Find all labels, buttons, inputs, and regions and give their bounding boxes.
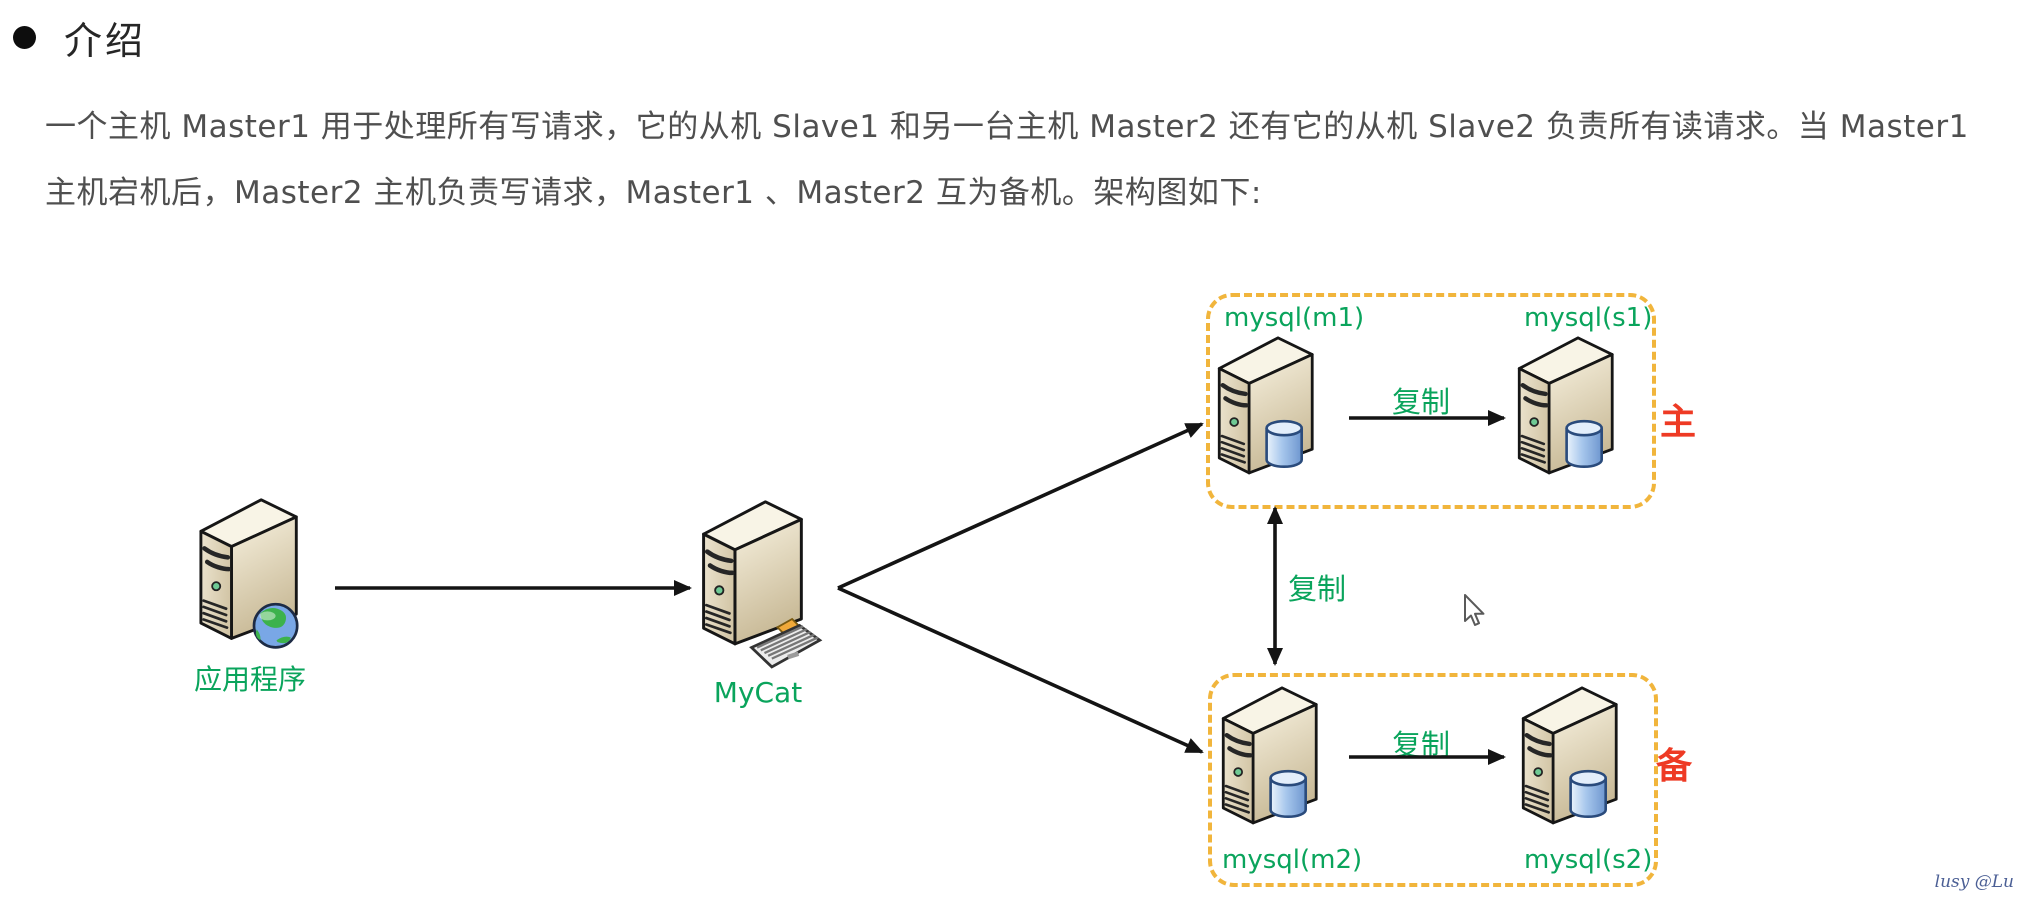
mysql-s1-label: mysql(s1) — [1524, 303, 1653, 333]
role-label-backup: 备 — [1656, 746, 1693, 787]
mycat-server-icon — [698, 500, 822, 669]
intro-paragraph-line1: 一个主机 Master1 用于处理所有写请求，它的从机 Slave1 和另一台主… — [45, 109, 1969, 145]
mysql-m1-server-icon — [1214, 336, 1328, 494]
replication-label-top: 复制 — [1392, 385, 1451, 419]
mysql-s2-server-icon — [1518, 686, 1632, 844]
mycat-label: MyCat — [713, 676, 803, 709]
arrow-mycat-to-backup-group — [837, 586, 1204, 754]
watermark: lusy @Lu — [1934, 872, 2014, 892]
master-group-box — [1206, 293, 1656, 509]
role-label-master: 主 — [1660, 402, 1697, 443]
bullet-icon — [13, 26, 36, 49]
mysql-s1-server-icon — [1514, 336, 1628, 494]
replication-label-bottom: 复制 — [1392, 728, 1451, 762]
app-server-label: 应用程序 — [193, 663, 306, 696]
mysql-m2-label: mysql(m2) — [1222, 845, 1363, 875]
section-title: 介绍 — [64, 19, 147, 63]
mouse-cursor — [1464, 594, 1485, 626]
arrow-mycat-to-master-group — [837, 422, 1204, 590]
intro-paragraph-line2: 主机宕机后，Master2 主机负责写请求，Master1 、Master2 互… — [45, 175, 1262, 211]
section-title-row: 介绍 — [13, 10, 146, 65]
intro-paragraph: 一个主机 Master1 用于处理所有写请求，它的从机 Slave1 和另一台主… — [45, 94, 1969, 226]
app-server-icon — [195, 498, 313, 660]
mysql-m2-server-icon — [1218, 686, 1332, 844]
backup-group-box — [1208, 673, 1658, 887]
replication-label-middle: 复制 — [1288, 572, 1347, 606]
mysql-m1-label: mysql(m1) — [1224, 303, 1365, 333]
mysql-s2-label: mysql(s2) — [1524, 845, 1653, 875]
